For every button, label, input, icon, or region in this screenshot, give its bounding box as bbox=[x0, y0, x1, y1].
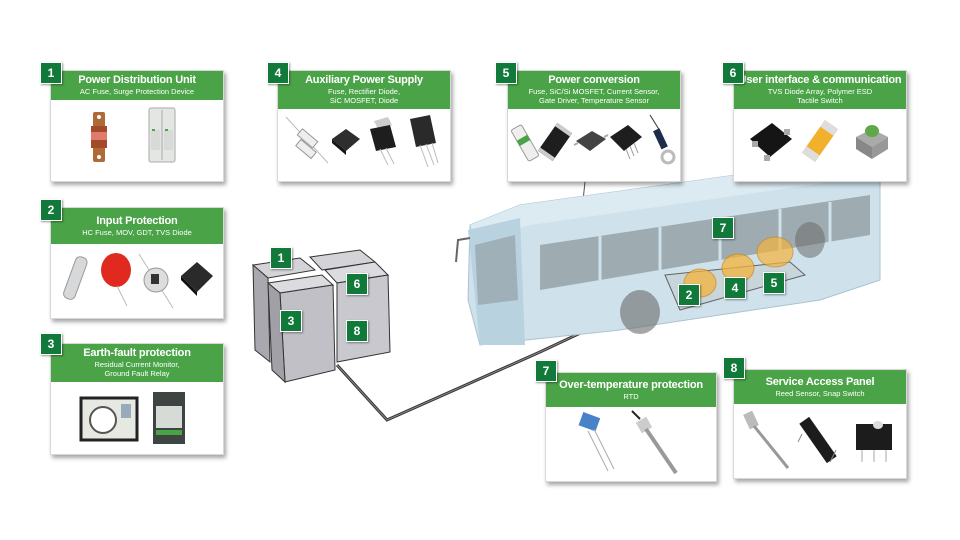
card-subtitle: Fuse, Rectifier Diode, bbox=[327, 87, 401, 96]
card-title: User interface & communication bbox=[738, 74, 902, 86]
bus-badge-2: 2 bbox=[678, 284, 700, 306]
residual-current-monitor-icon bbox=[79, 396, 139, 442]
component-images bbox=[734, 404, 906, 472]
card-header: User interface & communication TVS Diode… bbox=[734, 71, 906, 109]
bus-badge-4: 4 bbox=[724, 277, 746, 299]
tactile-switch-icon bbox=[856, 125, 888, 159]
card-header: Over-temperature protection RTD bbox=[546, 373, 716, 407]
gate-driver-icon bbox=[610, 125, 642, 160]
diode-icon bbox=[410, 115, 439, 168]
mov-icon bbox=[101, 253, 131, 307]
component-images bbox=[734, 109, 906, 174]
card-title: Power Distribution Unit bbox=[78, 74, 196, 86]
card-header: Service Access Panel Reed Sensor, Snap S… bbox=[734, 370, 906, 404]
fuse-icon bbox=[285, 116, 329, 164]
card-title: Service Access Panel bbox=[765, 376, 875, 388]
surge-protection-device-icon bbox=[148, 107, 176, 163]
card-badge-6: 6 bbox=[722, 62, 744, 84]
bus-mirror bbox=[455, 237, 471, 263]
card-badge-4: 4 bbox=[267, 62, 289, 84]
card-header: Power conversion Fuse, SiC/Si MOSFET, Cu… bbox=[508, 71, 680, 109]
card-subtitle: Residual Current Monitor, bbox=[94, 360, 180, 369]
bus-badge-5: 5 bbox=[763, 272, 785, 294]
card-subtitle: Reed Sensor, Snap Switch bbox=[775, 389, 865, 398]
card-header: Auxiliary Power Supply Fuse, Rectifier D… bbox=[278, 71, 450, 109]
card-subtitle: Fuse, SiC/Si MOSFET, Current Sensor, bbox=[528, 87, 660, 96]
polymer-esd-icon bbox=[801, 120, 839, 162]
card-title: Earth-fault protection bbox=[83, 347, 191, 359]
rectifier-diode-icon bbox=[332, 129, 360, 155]
cabinet-badge-6: 6 bbox=[346, 273, 368, 295]
card-service-access-panel: Service Access Panel Reed Sensor, Snap S… bbox=[733, 369, 907, 479]
hc-fuse-icon bbox=[63, 256, 88, 300]
card-header: Power Distribution Unit AC Fuse, Surge P… bbox=[51, 71, 223, 100]
component-images bbox=[51, 382, 223, 447]
cabinet-badge-1: 1 bbox=[270, 247, 292, 269]
rtd-probe-icon bbox=[631, 410, 678, 475]
current-sensor-icon bbox=[573, 131, 609, 151]
card-earth-fault-protection: Earth-fault protection Residual Current … bbox=[50, 343, 224, 455]
card-power-distribution-unit: Power Distribution Unit AC Fuse, Surge P… bbox=[50, 70, 224, 182]
bus-wheel-rear bbox=[795, 222, 825, 258]
card-badge-8: 8 bbox=[723, 357, 745, 379]
snap-switch-icon bbox=[856, 421, 892, 462]
card-subtitle: RTD bbox=[623, 392, 639, 401]
gdt-icon bbox=[138, 253, 174, 309]
sic-mosfet-icon bbox=[370, 117, 396, 166]
component-images bbox=[278, 109, 450, 174]
mosfet-icon bbox=[537, 122, 573, 162]
bus-windshield bbox=[475, 235, 518, 305]
cabinet-badge-8: 8 bbox=[346, 320, 368, 342]
card-power-conversion: Power conversion Fuse, SiC/Si MOSFET, Cu… bbox=[507, 70, 681, 182]
component-images bbox=[51, 244, 223, 314]
card-auxiliary-power-supply: Auxiliary Power Supply Fuse, Rectifier D… bbox=[277, 70, 451, 182]
card-title: Over-temperature protection bbox=[559, 379, 703, 391]
cabinet-badge-3: 3 bbox=[280, 310, 302, 332]
reed-sensor-probe-icon bbox=[743, 410, 790, 469]
card-subtitle: TVS Diode Array, Polymer ESD bbox=[767, 87, 873, 96]
card-badge-5: 5 bbox=[495, 62, 517, 84]
rtd-chip-icon bbox=[578, 412, 615, 472]
card-subtitle-line2: Gate Driver, Temperature Sensor bbox=[539, 96, 649, 105]
card-user-interface-communication: User interface & communication TVS Diode… bbox=[733, 70, 907, 182]
reed-sensor-icon bbox=[797, 416, 837, 464]
card-title: Power conversion bbox=[548, 74, 640, 86]
card-badge-3: 3 bbox=[40, 333, 62, 355]
tvs-diode-icon bbox=[181, 262, 213, 296]
card-over-temperature-protection: Over-temperature protection RTD bbox=[545, 372, 717, 482]
card-badge-7: 7 bbox=[535, 360, 557, 382]
component-images bbox=[508, 109, 680, 174]
tvs-diode-array-icon bbox=[750, 123, 792, 161]
fuse-icon bbox=[511, 124, 539, 162]
card-input-protection: Input Protection HC Fuse, MOV, GDT, TVS … bbox=[50, 207, 224, 319]
card-title: Auxiliary Power Supply bbox=[305, 74, 423, 86]
bus-wheel-front bbox=[620, 290, 660, 334]
temperature-sensor-icon bbox=[649, 114, 676, 165]
ac-fuse-icon bbox=[91, 112, 107, 162]
card-badge-1: 1 bbox=[40, 62, 62, 84]
card-subtitle-line2: Tactile Switch bbox=[797, 96, 843, 105]
component-images bbox=[51, 100, 223, 170]
card-subtitle-line2: SiC MOSFET, Diode bbox=[329, 96, 399, 105]
card-subtitle-line2: Ground Fault Relay bbox=[104, 369, 170, 378]
card-subtitle: AC Fuse, Surge Protection Device bbox=[79, 87, 195, 96]
card-header: Input Protection HC Fuse, MOV, GDT, TVS … bbox=[51, 208, 223, 244]
bus-windows bbox=[540, 195, 870, 290]
card-subtitle: HC Fuse, MOV, GDT, TVS Diode bbox=[82, 228, 192, 237]
ground-fault-relay-icon bbox=[153, 392, 185, 444]
component-images bbox=[546, 407, 716, 475]
card-badge-2: 2 bbox=[40, 199, 62, 221]
card-title: Input Protection bbox=[96, 215, 178, 227]
battery-coil-3 bbox=[756, 236, 794, 268]
bus-badge-7: 7 bbox=[712, 217, 734, 239]
card-header: Earth-fault protection Residual Current … bbox=[51, 344, 223, 382]
